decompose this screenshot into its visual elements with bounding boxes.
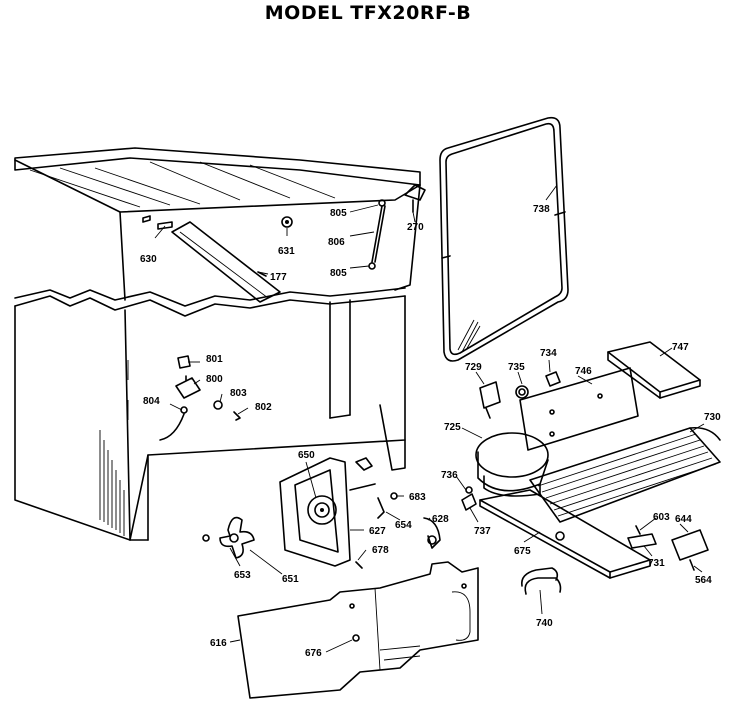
- label-737: 737: [474, 526, 491, 537]
- label-644: 644: [675, 514, 692, 525]
- label-653: 653: [234, 570, 251, 581]
- tubing-clip: [520, 567, 562, 595]
- label-806: 806: [328, 237, 345, 248]
- leader-lines: [154, 184, 705, 653]
- drain-pan: [607, 341, 701, 399]
- compressor-base: [479, 489, 651, 579]
- label-603: 603: [653, 512, 670, 523]
- label-564: 564: [695, 575, 712, 586]
- label-177: 177: [270, 272, 287, 283]
- label-675: 675: [514, 546, 531, 557]
- label-803: 803: [230, 388, 247, 399]
- door-gasket: [439, 116, 569, 362]
- damper-control-parts: [159, 355, 241, 441]
- label-729: 729: [465, 362, 482, 373]
- label-740: 740: [536, 618, 553, 629]
- label-270: 270: [407, 222, 424, 233]
- label-616: 616: [210, 638, 227, 649]
- label-654: 654: [395, 520, 412, 531]
- screw-678: [355, 561, 363, 569]
- machine-compartment-cover: [237, 561, 479, 699]
- compressor: [475, 432, 549, 497]
- condenser-coil: [529, 426, 721, 523]
- label-651: 651: [282, 574, 299, 585]
- label-628: 628: [432, 514, 449, 525]
- diagram-title: MODEL TFX20RF-B: [264, 2, 472, 24]
- label-801: 801: [206, 354, 223, 365]
- label-630: 630: [140, 254, 157, 265]
- label-805-top: 805: [330, 208, 347, 219]
- label-800: 800: [206, 374, 223, 385]
- label-631: 631: [278, 246, 295, 257]
- label-736: 736: [441, 470, 458, 481]
- label-730: 730: [704, 412, 721, 423]
- label-683: 683: [409, 492, 426, 503]
- label-731: 731: [648, 558, 665, 569]
- label-676: 676: [305, 648, 322, 659]
- label-805-bottom: 805: [330, 268, 347, 279]
- label-678: 678: [372, 545, 389, 556]
- label-650: 650: [298, 450, 315, 461]
- label-738: 738: [533, 204, 550, 215]
- label-734: 734: [540, 348, 557, 359]
- label-627: 627: [369, 526, 386, 537]
- label-747: 747: [672, 342, 689, 353]
- compressor-mounting-plate: [519, 367, 639, 451]
- label-802: 802: [255, 402, 272, 413]
- label-725: 725: [444, 422, 461, 433]
- part-labels: 630 631 177 805 806 805 270 738 747 729 …: [140, 204, 721, 659]
- relay-overload-parts: [479, 371, 561, 419]
- fan-motor-bracket: [279, 457, 376, 567]
- label-804: 804: [143, 396, 160, 407]
- label-746: 746: [575, 366, 592, 377]
- label-735: 735: [508, 362, 525, 373]
- terminal-parts: [627, 525, 709, 571]
- grommet-737: [461, 486, 477, 511]
- fan-blade: [202, 516, 255, 559]
- cabinet-body: [14, 147, 426, 541]
